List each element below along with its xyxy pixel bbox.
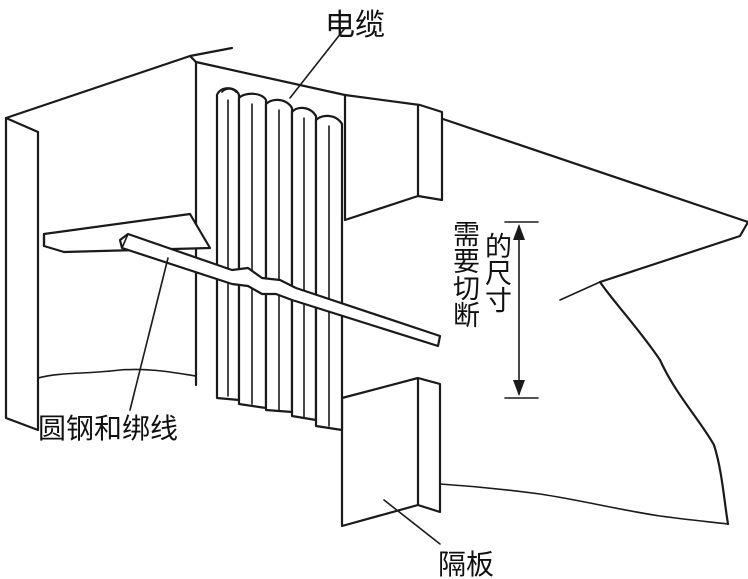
cable-label: 电缆 xyxy=(325,8,385,43)
lower-partition xyxy=(340,376,442,528)
leader-lines xyxy=(129,27,441,545)
rod-and-tie-label: 圆钢和绑线 xyxy=(38,412,179,445)
left-panel xyxy=(4,54,192,432)
cut-size-label: 需要切断 的尺寸 xyxy=(448,220,518,390)
cut-size-label-line1: 需要切断 xyxy=(448,220,479,328)
room-walls xyxy=(37,46,748,526)
upper-partition xyxy=(343,93,444,222)
arrow-up-icon xyxy=(513,224,525,240)
cut-dimension-marker xyxy=(504,221,539,399)
cut-size-label-line2: 的尺寸 xyxy=(480,232,511,313)
cable-bundle xyxy=(215,87,344,432)
partition-label: 隔板 xyxy=(438,548,495,579)
arrow-down-icon xyxy=(513,380,525,396)
round-steel-bar xyxy=(118,232,442,348)
